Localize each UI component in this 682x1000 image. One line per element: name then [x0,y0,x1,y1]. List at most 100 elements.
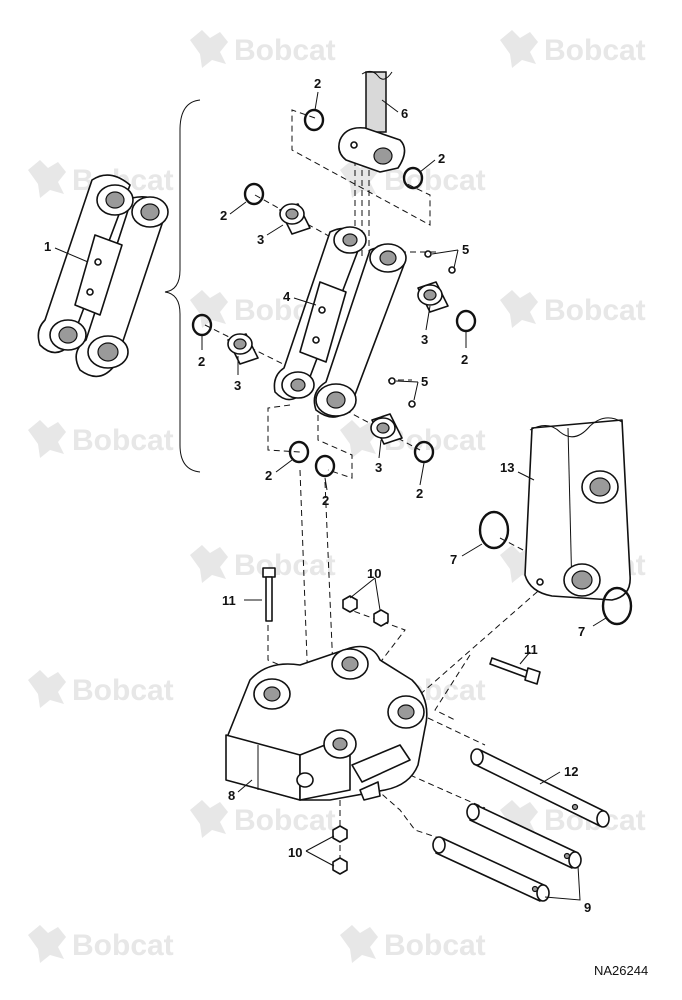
bushing [279,203,311,235]
pin-end [568,851,582,869]
callout-1: 1 [44,239,51,254]
watermark: Bobcat [190,545,336,583]
leader-line [378,439,382,459]
bobcat-logo-icon [340,160,378,198]
watermark: Bobcat [28,670,174,708]
o-ring [455,309,477,333]
bolt-head [262,567,276,578]
pin-end [470,748,484,766]
assembly-line [291,109,431,226]
leader-line [592,617,607,627]
leader-line [519,651,531,665]
leader-line [305,835,335,852]
leader-line [453,249,459,269]
bobcat-logo-icon [190,290,228,328]
assembly-line [399,584,546,713]
svg-text:Bobcat: Bobcat [234,34,336,67]
callout-3: 3 [234,378,241,393]
coupler-lug-bore [332,737,348,751]
callout-3: 3 [375,460,382,475]
group-brace [164,99,201,473]
arm-stick-edge [567,427,573,593]
svg-text:Bobcat: Bobcat [72,424,174,457]
watermark: Bobcat [500,30,646,68]
o-ring [191,313,213,337]
grease-fitting [350,141,358,149]
o-rings [191,108,477,478]
bushing-bore [233,338,247,350]
link-assembly [273,226,407,418]
callout-5: 5 [421,374,428,389]
callout-11: 11 [524,642,538,657]
bobcat-logo-icon [340,420,378,458]
bushing-bore [97,342,119,362]
grease-fitting [408,400,416,408]
callout-7: 7 [578,624,585,639]
bushing [370,413,403,445]
link-plate-back [37,174,131,354]
bushing-bore [342,233,358,247]
leader-line [395,380,419,383]
assembly-line [427,717,486,746]
coupler-lug-bore [263,686,281,702]
bushing-bore [290,378,306,392]
arm-stick-break [529,417,623,438]
o-ring [303,108,325,132]
arm-stick-body [524,419,631,601]
o-ring [243,182,265,206]
leader-line [314,91,319,111]
bobcat-logo-icon [500,30,538,68]
leader-line [413,381,419,401]
nut [373,609,389,627]
grease-fitting [318,306,326,314]
bushings [227,203,449,445]
arm-tube-break [361,70,393,80]
quick-coupler [225,645,428,801]
watermark: Bobcat [500,290,646,328]
grease-fitting [536,578,544,586]
bolt-shank [489,657,531,679]
pin [432,836,550,902]
pin-cross-hole [531,885,539,893]
leader-line [539,771,561,785]
callout-7: 7 [450,552,457,567]
pin-cross-hole [563,852,571,860]
leader-line [419,462,425,486]
callout-5: 5 [462,242,469,257]
bobcat-logo-icon [28,160,66,198]
leader-line [324,477,328,491]
grease-fitting [94,258,102,266]
leader-line [431,249,459,255]
callout-9: 9 [584,900,591,915]
leader-line [54,247,89,263]
leader-line [544,865,581,901]
bolt [262,567,276,622]
grease-fitting [448,266,456,274]
o-ring [413,440,435,464]
watermark: Bobcat [190,800,336,838]
bolt-shank [265,576,273,622]
bobcat-logo-icon [28,420,66,458]
leader-line [461,543,483,557]
leader-line [266,224,284,236]
bobcat-logo-icon [28,670,66,708]
large-o-ring [601,586,633,626]
watermark: Bobcat [28,925,174,963]
leader-line [374,577,381,611]
watermark: Bobcat [340,925,486,963]
figure-reference: NA26244 [594,963,648,978]
grease-fitting [388,377,396,385]
pin-cross-hole [571,803,579,811]
bobcat-logo-icon [340,925,378,963]
clevis-bore [373,147,393,165]
callout-10: 10 [288,845,302,860]
bolt-head [524,667,541,685]
bobcat-logo-icon [500,800,538,838]
callout-12: 12 [564,764,578,779]
leader-line [229,201,247,215]
callout-11: 11 [222,593,236,608]
arm-tube [338,70,406,173]
link-web [299,281,347,363]
watermark: Bobcat [340,160,486,198]
callout-3: 3 [421,332,428,347]
